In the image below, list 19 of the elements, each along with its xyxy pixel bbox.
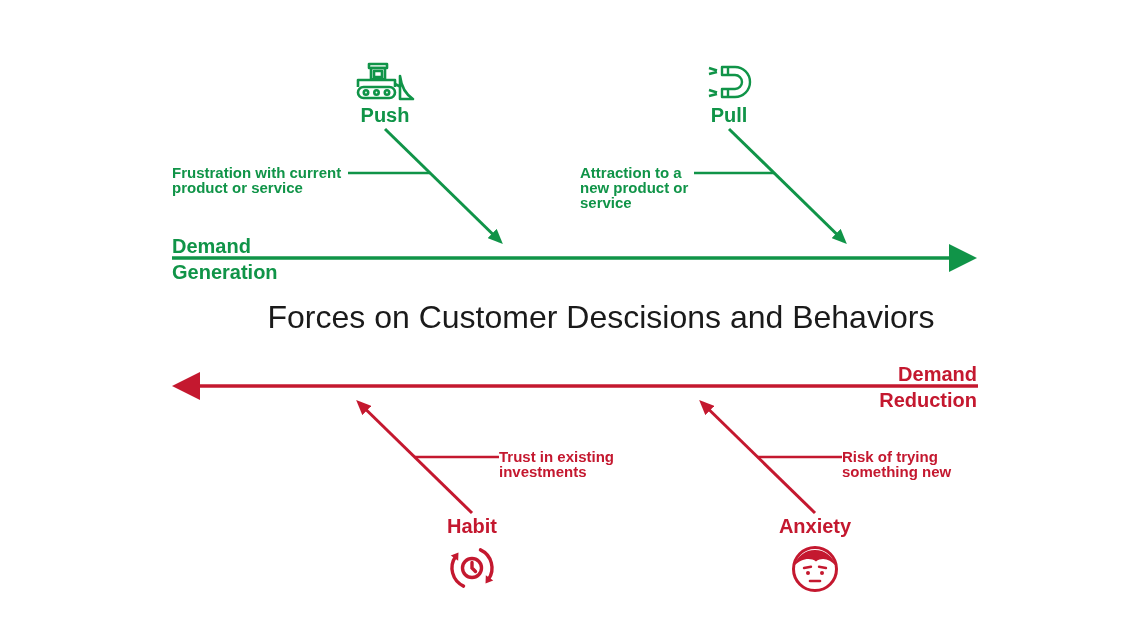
diagram-title: Forces on Customer Descisions and Behaviors [267, 298, 935, 337]
note-text: Risk of trying something new [842, 449, 964, 479]
arrow [699, 400, 817, 515]
note-text: Frustration with current product or service [172, 165, 348, 195]
leader-line [757, 455, 842, 459]
arrow [356, 400, 474, 515]
force-label: Push [360, 104, 410, 129]
leader-line [694, 171, 775, 175]
force-label: Anxiety [778, 513, 852, 537]
force-label: Habit [447, 513, 497, 537]
note-text: Attraction to a new product or service [580, 165, 694, 210]
arrow [383, 127, 503, 244]
arrow [727, 127, 847, 244]
axis-label: Demand Generation [172, 234, 278, 285]
leader-line [348, 171, 431, 175]
note-text: Trust in existing investments [499, 449, 624, 479]
leader-line [414, 455, 499, 459]
force-label: Pull [710, 104, 748, 129]
axis-label: Demand Reduction [879, 362, 977, 413]
